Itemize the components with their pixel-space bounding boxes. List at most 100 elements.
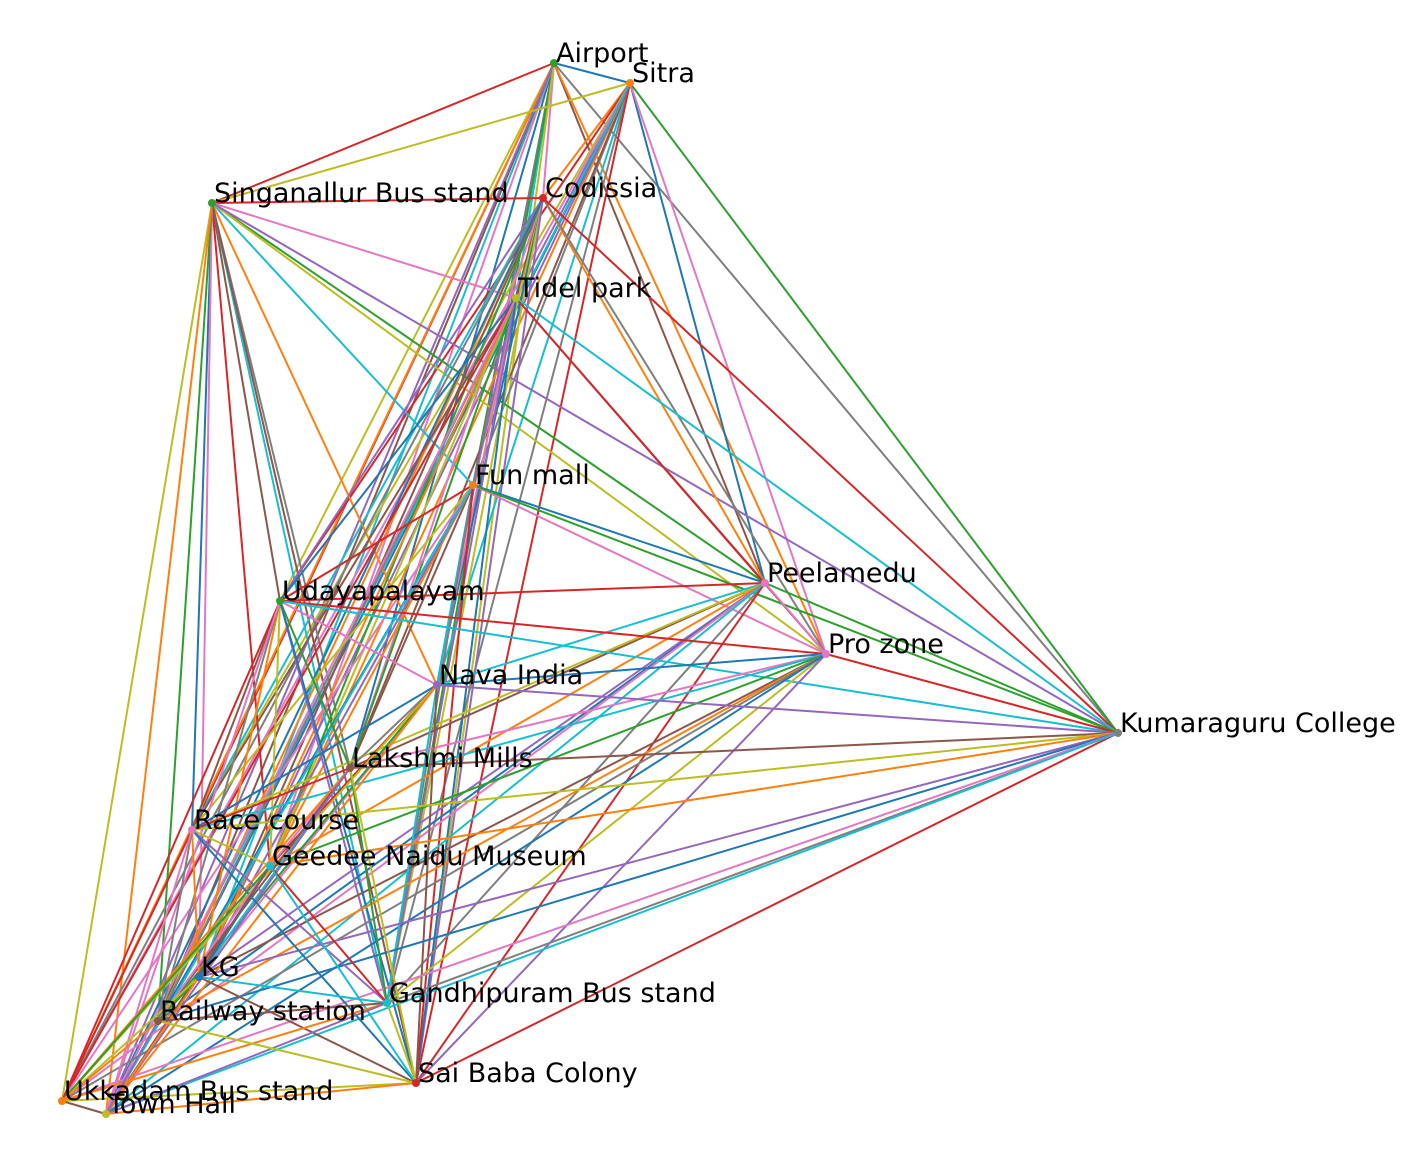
edge-prozone-saibaba — [415, 653, 827, 1084]
edge-sitra-racecourse — [191, 82, 631, 831]
edge-codissia-racecourse — [191, 197, 544, 831]
edge-kumaraguru-saibaba — [415, 732, 1119, 1084]
edge-geedee-ukkadam — [61, 865, 271, 1102]
edge-funmall-prozone — [472, 484, 827, 655]
node-label-racecourse: Race course — [194, 805, 359, 836]
edge-prozone-railway — [157, 653, 827, 1022]
node-label-gandhipuram: Gandhipuram Bus stand — [389, 978, 716, 1009]
edges-layer — [61, 62, 1119, 1115]
edge-udayapalayam-kumaraguru — [279, 600, 1119, 734]
edge-ukkadam-townhall — [61, 1100, 107, 1115]
edge-sitra-peelamedu — [629, 82, 766, 584]
node-railway — [154, 1017, 162, 1025]
edge-kumaraguru-geedee — [269, 732, 1119, 867]
edge-udayapalayam-saibaba — [279, 600, 417, 1084]
edge-funmall-lakshmi — [349, 484, 474, 769]
node-kg — [195, 973, 203, 981]
edge-saibaba-ukkadam — [61, 1082, 417, 1102]
edge-singanallur-saibaba — [211, 202, 417, 1084]
edge-lakshmi-railway — [157, 767, 351, 1022]
edge-airport-peelamedu — [553, 62, 766, 584]
edge-geedee-railway — [157, 865, 271, 1022]
edge-prozone-racecourse — [191, 653, 827, 831]
node-label-railway: Railway station — [160, 996, 366, 1027]
edge-peelamedu-navaindia — [436, 582, 766, 686]
edge-lakshmi-saibaba — [349, 767, 417, 1084]
edge-sitra-navaindia — [436, 82, 631, 686]
edge-codissia-peelamedu — [542, 197, 766, 584]
edge-airport-udayapalayam — [279, 62, 555, 602]
edge-gandhipuram-ukkadam — [61, 1002, 388, 1102]
node-label-udayapalayam: Udayapalayam — [282, 576, 485, 607]
edge-kumaraguru-lakshmi — [349, 732, 1119, 769]
edge-singanallur-tidel — [211, 202, 517, 299]
edge-tidel-ukkadam — [61, 297, 517, 1102]
edge-funmall-kumaraguru — [472, 484, 1119, 734]
edge-udayapalayam-prozone — [279, 600, 827, 655]
edge-prozone-kumaraguru — [825, 653, 1119, 734]
edge-udayapalayam-lakshmi — [279, 600, 351, 769]
edge-codissia-kumaraguru — [542, 197, 1119, 734]
edge-lakshmi-townhall — [105, 767, 351, 1115]
node-label-townhall: Town Hall — [107, 1089, 236, 1120]
node-codissia — [539, 194, 547, 202]
edge-prozone-navaindia — [436, 653, 827, 686]
edge-railway-saibaba — [157, 1020, 417, 1084]
node-label-codissia: Codissia — [545, 173, 657, 204]
edge-codissia-gandhipuram — [386, 197, 544, 1004]
edge-lakshmi-racecourse — [191, 767, 351, 831]
node-navaindia — [433, 681, 441, 689]
node-label-funmall: Fun mall — [475, 460, 590, 491]
edge-airport-codissia — [542, 62, 555, 199]
edge-codissia-prozone — [542, 197, 827, 655]
edge-singanallur-townhall — [105, 202, 213, 1115]
edge-funmall-geedee — [269, 484, 474, 867]
edge-sitra-funmall — [472, 82, 631, 486]
edge-navaindia-kumaraguru — [436, 684, 1119, 734]
edge-singanallur-kg — [198, 202, 213, 978]
edge-kumaraguru-racecourse — [191, 732, 1119, 831]
edge-airport-singanallur — [211, 62, 555, 204]
edge-singanallur-ukkadam — [61, 202, 213, 1102]
edge-peelamedu-kumaraguru — [764, 582, 1119, 734]
edge-funmall-ukkadam — [61, 484, 474, 1102]
edge-kg-gandhipuram — [198, 976, 388, 1004]
edge-kumaraguru-townhall — [105, 732, 1119, 1115]
node-funmall — [469, 481, 477, 489]
node-label-tidel: Tidel park — [517, 273, 652, 304]
edge-singanallur-udayapalayam — [211, 202, 281, 602]
edge-prozone-kg — [198, 653, 827, 978]
edge-peelamedu-prozone — [764, 582, 827, 655]
edge-sitra-codissia — [542, 82, 631, 199]
edge-funmall-udayapalayam — [279, 484, 474, 602]
edge-racecourse-geedee — [191, 829, 271, 867]
edge-airport-sitra — [553, 62, 631, 84]
edge-kg-saibaba — [198, 976, 417, 1084]
edge-singanallur-racecourse — [191, 202, 213, 831]
edge-airport-townhall — [105, 62, 555, 1115]
edge-singanallur-railway — [157, 202, 213, 1022]
node-label-airport: Airport — [556, 38, 648, 69]
node-airport — [550, 59, 558, 67]
edge-racecourse-ukkadam — [61, 829, 193, 1102]
edge-tidel-gandhipuram — [386, 297, 517, 1004]
edge-racecourse-kg — [191, 829, 200, 978]
edge-tidel-racecourse — [191, 297, 517, 831]
edge-udayapalayam-racecourse — [191, 600, 281, 831]
nodes-layer — [58, 59, 1122, 1118]
edge-kg-ukkadam — [61, 976, 200, 1102]
node-label-saibaba: Sai Baba Colony — [418, 1058, 638, 1089]
edge-prozone-ukkadam — [61, 653, 827, 1102]
edge-udayapalayam-railway — [157, 600, 281, 1022]
edge-gandhipuram-saibaba — [386, 1002, 417, 1084]
node-geedee — [266, 862, 274, 870]
edge-codissia-lakshmi — [349, 197, 544, 769]
edge-racecourse-townhall — [105, 829, 193, 1115]
edge-singanallur-codissia — [211, 197, 544, 204]
node-saibaba — [412, 1079, 420, 1087]
edge-tidel-kumaraguru — [515, 297, 1119, 734]
edge-peelamedu-racecourse — [191, 582, 766, 831]
edge-racecourse-railway — [157, 829, 193, 1022]
edge-peelamedu-townhall — [105, 582, 766, 1115]
